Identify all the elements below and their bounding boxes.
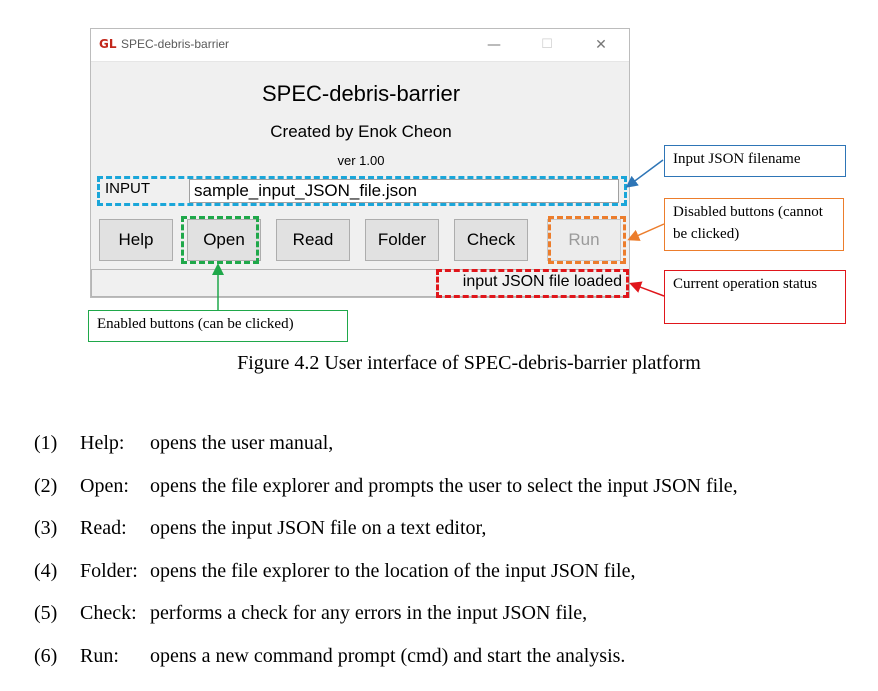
- status-text: input JSON file loaded: [462, 273, 622, 290]
- app-window: GL SPEC-debris-barrier — ☐ ✕ SPEC-debris…: [90, 28, 630, 298]
- list-term: Open:: [80, 475, 129, 497]
- title-bar: GL SPEC-debris-barrier — ☐ ✕: [91, 29, 629, 62]
- check-button[interactable]: Check: [454, 219, 528, 261]
- disabled-button-highlight: [548, 216, 626, 264]
- status-arrow: [629, 281, 665, 297]
- list-description: opens the file explorer to the location …: [150, 560, 636, 582]
- run-button: Run: [547, 219, 621, 261]
- list-number: (1): [34, 432, 58, 454]
- version-label: ver 1.00: [337, 153, 385, 168]
- list-description: opens the file explorer and prompts the …: [150, 475, 738, 497]
- figure-caption: Figure 4.2 User interface of SPEC-debris…: [237, 352, 701, 374]
- input-label: INPUT: [105, 180, 150, 197]
- list-term: Read:: [80, 517, 127, 539]
- list-term: Folder:: [80, 560, 138, 582]
- window-title: SPEC-debris-barrier: [121, 37, 230, 51]
- minimize-icon[interactable]: —: [487, 37, 501, 53]
- list-description: opens a new command prompt (cmd) and sta…: [150, 645, 626, 667]
- list-number: (2): [34, 475, 58, 497]
- input-filename-field[interactable]: sample_input_JSON_file.json: [189, 179, 619, 203]
- list-term: Check:: [80, 602, 137, 624]
- author-credit: Created by Enok Cheon: [270, 122, 452, 141]
- disabled-callout: Disabled buttons (cannot be clicked): [664, 198, 844, 251]
- help-button[interactable]: Help: [99, 219, 173, 261]
- input-row-highlight: [97, 176, 627, 206]
- list-number: (5): [34, 602, 58, 624]
- read-button[interactable]: Read: [276, 219, 350, 261]
- status-callout: Current operation status: [664, 270, 846, 324]
- list-number: (4): [34, 560, 58, 582]
- list-number: (3): [34, 517, 58, 539]
- list-term: Run:: [80, 645, 119, 667]
- list-number: (6): [34, 645, 58, 667]
- enabled-callout: Enabled buttons (can be clicked): [88, 310, 348, 342]
- open-button[interactable]: Open: [187, 219, 261, 261]
- list-description: opens the user manual,: [150, 432, 334, 454]
- list-description: opens the input JSON file on a text edit…: [150, 517, 487, 539]
- app-logo-icon: GL: [99, 37, 117, 51]
- maximize-icon: ☐: [541, 37, 553, 52]
- list-term: Help:: [80, 432, 125, 454]
- folder-button[interactable]: Folder: [365, 219, 439, 261]
- status-highlight: [436, 269, 629, 298]
- filename-arrow: [625, 159, 664, 188]
- filename-callout: Input JSON filename: [664, 145, 846, 177]
- app-heading: SPEC-debris-barrier: [261, 81, 461, 106]
- disabled-arrow: [627, 223, 665, 241]
- close-icon[interactable]: ✕: [595, 37, 607, 53]
- list-description: performs a check for any errors in the i…: [150, 602, 588, 624]
- enabled-button-highlight: [181, 216, 259, 264]
- status-bar: input JSON file loaded: [91, 269, 629, 297]
